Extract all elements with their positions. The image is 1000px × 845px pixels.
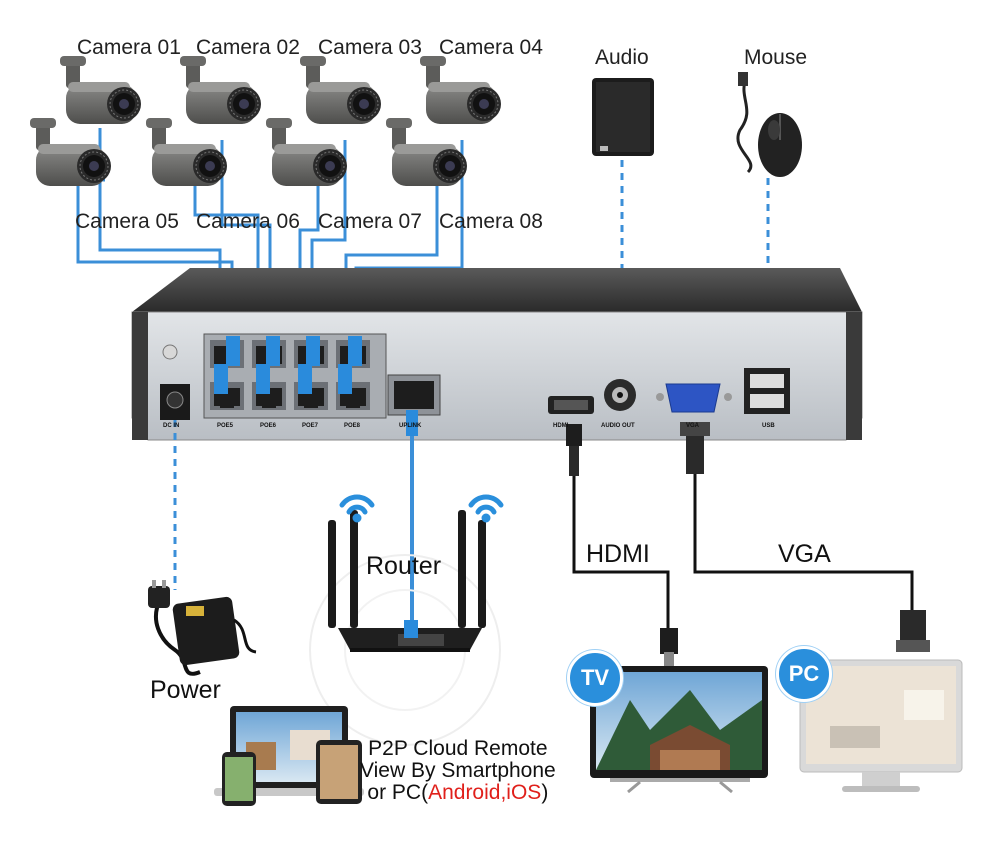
uplink-label: UPLINK [399, 423, 422, 429]
remote-line-3-prefix: or PC( [367, 781, 429, 804]
remote-view-caption: P2P Cloud Remote View By Smartphone or P… [360, 738, 556, 804]
remote-line-1: P2P Cloud Remote [368, 737, 548, 760]
camera-01-label: Camera 01 [77, 36, 181, 59]
pc-monitor-icon [799, 659, 963, 792]
remote-platforms: Android,iOS [428, 781, 542, 804]
poe-plugs [214, 336, 418, 436]
wifi-icon [339, 494, 375, 523]
wifi-icon [468, 494, 504, 523]
remote-line-2: View By Smartphone [360, 759, 556, 782]
remote-line-3: or PC(Android,iOS) [360, 782, 556, 804]
camera-08-label: Camera 08 [439, 210, 543, 233]
router-icon [309, 510, 501, 746]
remote-line-3-suffix: ) [541, 781, 549, 804]
camera-07-label: Camera 07 [318, 210, 422, 233]
pc-badge: PC [776, 646, 832, 702]
vga-cable-label: VGA [778, 540, 831, 568]
camera-08-icon [385, 117, 468, 187]
poe5-label: POE5 [217, 423, 234, 429]
camera-05-label: Camera 05 [75, 210, 179, 233]
camera-04-label: Camera 04 [439, 36, 543, 59]
camera-02-label: Camera 02 [196, 36, 300, 59]
hdmi-cable-label: HDMI [586, 540, 650, 568]
router-label: Router [366, 552, 442, 580]
camera-06-icon [145, 117, 228, 187]
tv-badge: TV [567, 650, 623, 706]
camera-06-label: Camera 06 [196, 210, 300, 233]
hdmi-cable [566, 424, 678, 666]
audio-out-label: AUDIO OUT [601, 423, 635, 429]
camera-04-icon [419, 55, 502, 125]
speaker-icon [592, 78, 654, 156]
camera-02-icon [179, 55, 262, 125]
poe6-label: POE6 [260, 423, 277, 429]
camera-03-icon [299, 55, 382, 125]
poe8-label: POE8 [344, 423, 361, 429]
tv-icon [590, 666, 768, 794]
power-label: Power [150, 676, 221, 704]
usb-label: USB [762, 423, 775, 429]
mouse-label: Mouse [744, 46, 808, 69]
remote-devices-icon [214, 706, 364, 806]
camera-03-label: Camera 03 [318, 36, 422, 59]
audio-label: Audio [595, 46, 649, 69]
dc-in-label: DC IN [163, 423, 180, 429]
mouse-icon [736, 72, 802, 177]
hdmi-port-label: HDMI [553, 423, 569, 429]
camera-01-icon [59, 55, 142, 125]
poe7-label: POE7 [302, 423, 319, 429]
camera-07-icon [265, 117, 348, 187]
power-adapter-icon [148, 580, 257, 676]
vga-port-label: VGA [686, 423, 700, 429]
nvr-recorder [131, 268, 863, 441]
vga-cable [680, 422, 930, 652]
